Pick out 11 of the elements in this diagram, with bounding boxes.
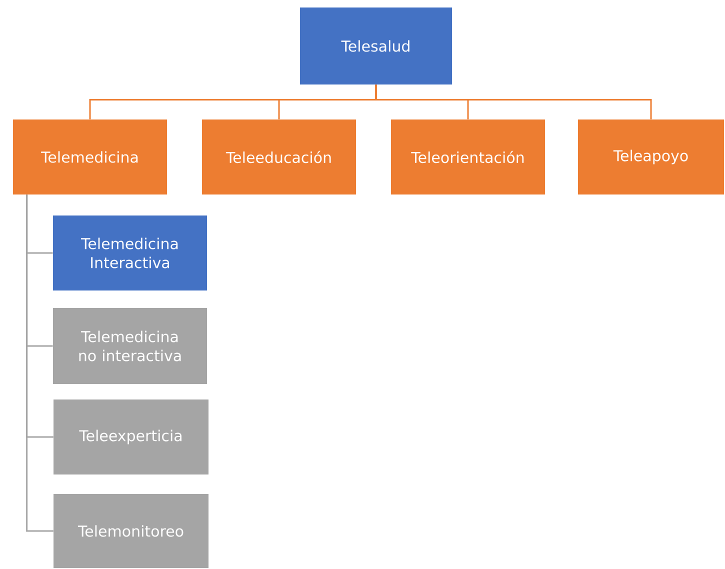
category-box: Telemedicina [13, 120, 167, 194]
subcategory-box: Telemedicina Interactiva [53, 216, 207, 290]
connector-line [26, 194, 54, 532]
subcategory-box: Teleexperticia [54, 400, 208, 474]
subcategory-box: Telemedicina no interactiva [53, 308, 207, 384]
category-box: Teleapoyo [578, 120, 724, 194]
connector-line [375, 84, 652, 120]
category-box: Teleeducación [202, 120, 356, 194]
category-box: Teleorientación [391, 120, 545, 194]
root-box: Telesalud [300, 8, 452, 84]
subcategory-box: Telemonitoreo [54, 494, 208, 568]
